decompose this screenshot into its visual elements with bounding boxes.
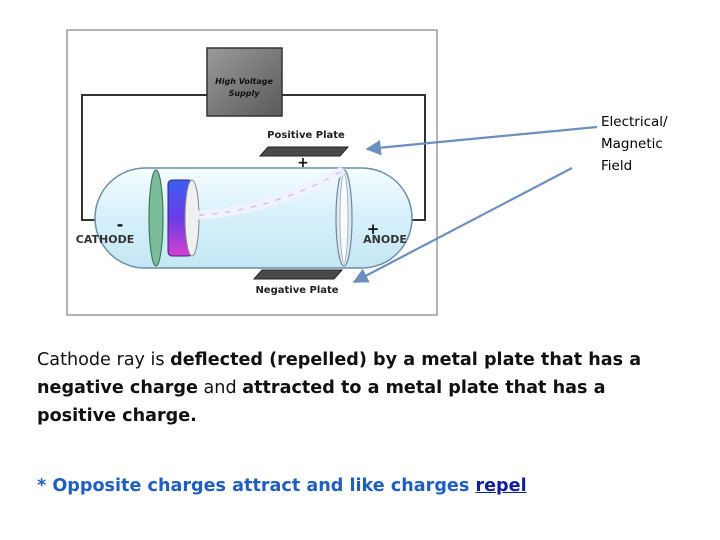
explanation-part1: Cathode ray is [37, 350, 171, 370]
anode-label: ANODE [363, 233, 407, 246]
anode-ring-inner [339, 173, 349, 263]
supply-label-line2: Supply [229, 89, 261, 98]
circuit-wires [81, 94, 426, 221]
note-prefix: * Opposite charges attract and like char… [37, 476, 476, 496]
field-arrow-to-positive-plate [365, 125, 598, 156]
negative-plate [252, 269, 344, 280]
cathode-label: CATHODE [76, 233, 134, 246]
high-voltage-supply [206, 47, 283, 117]
explanation-text: Cathode ray is deflected (repelled) by a… [37, 346, 687, 430]
cathode-minus-sign: - [117, 215, 124, 234]
positive-plate [258, 146, 350, 157]
supply-label-line1: High Voltage [215, 77, 273, 86]
field-label-line2: Magnetic [601, 136, 663, 152]
explanation-part2: deflected (repelled) by a metal plate th… [37, 350, 642, 398]
field-arrow-to-negative-plate [352, 167, 573, 283]
repel-link[interactable]: repel [475, 476, 527, 496]
positive-plate-label: Positive Plate [267, 130, 345, 141]
anode-plus-sign: + [367, 220, 380, 238]
charge-rule-note: * Opposite charges attract and like char… [37, 476, 527, 496]
explanation-part4: attracted to a metal plate that has a po… [37, 378, 606, 426]
vacuum-tube [94, 167, 413, 269]
field-label: Electrical/ Magnetic Field [601, 111, 668, 177]
positive-plate-plus-sign: + [297, 155, 309, 171]
field-label-line3: Field [601, 158, 633, 174]
explanation-part3: and [197, 378, 243, 398]
field-label-line1: Electrical/ [601, 114, 668, 130]
cathode-ray-tube-diagram: High Voltage Supply Positive Plate + - C… [66, 29, 598, 316]
cathode-ring [148, 169, 164, 267]
negative-plate-label: Negative Plate [255, 285, 338, 296]
